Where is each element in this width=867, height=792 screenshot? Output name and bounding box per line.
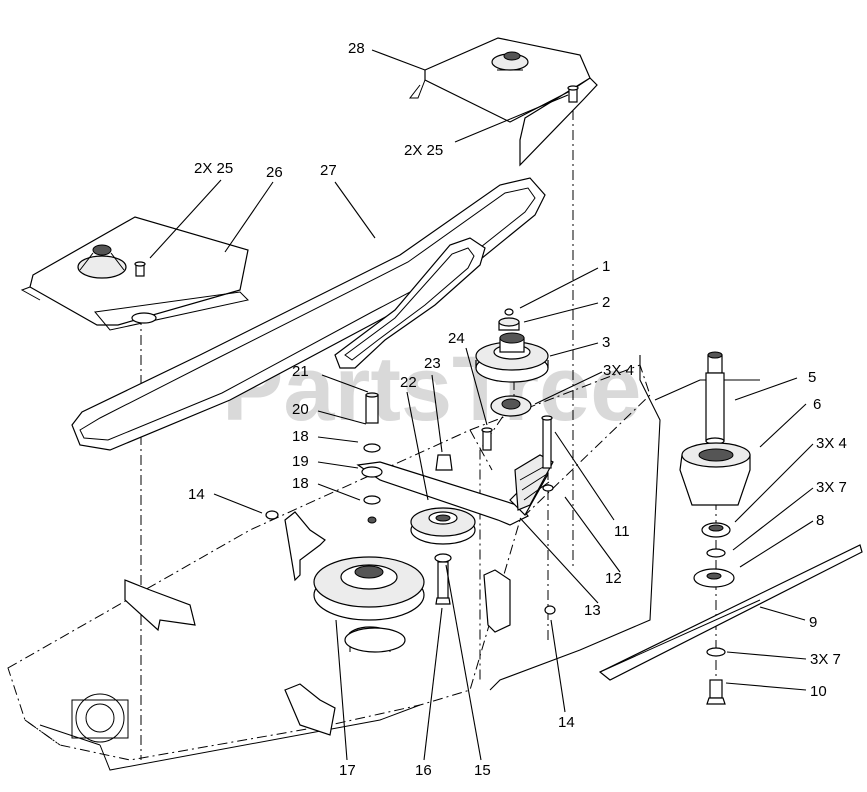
- callout-3x7-lower: 3X 7: [810, 651, 841, 668]
- callout-19: 19: [292, 453, 309, 470]
- callout-5: 5: [808, 369, 816, 386]
- callout-8: 8: [816, 512, 824, 529]
- main-drive-pulley: [313, 392, 425, 653]
- callout-14-left: 14: [188, 486, 205, 503]
- callout-22: 22: [400, 374, 417, 391]
- callout-14-bottom: 14: [558, 714, 575, 731]
- callout-3: 3: [602, 334, 610, 351]
- callout-18-upper: 18: [292, 428, 309, 445]
- blade-spindle-assembly: [598, 351, 863, 705]
- callout-labels: 28 2X 25 2X 25 26 27 1 2 3 3X 4 24 23 21…: [188, 40, 847, 779]
- deck-brackets: [124, 510, 556, 736]
- callout-13: 13: [584, 602, 601, 619]
- callout-3x4-top: 3X 4: [603, 362, 634, 379]
- callout-11: 11: [614, 523, 630, 540]
- mower-deck-outline: [7, 364, 651, 771]
- belt-cover-left: [20, 216, 250, 331]
- callout-18-lower: 18: [292, 475, 309, 492]
- callout-16: 16: [415, 762, 432, 779]
- callout-1: 1: [602, 258, 610, 275]
- idler-arm-assembly: [356, 415, 554, 526]
- callout-2: 2: [602, 294, 610, 311]
- callout-20: 20: [292, 401, 309, 418]
- callout-17: 17: [339, 762, 356, 779]
- belt-cover-right: [408, 37, 598, 167]
- callout-3x7-upper: 3X 7: [816, 479, 847, 496]
- callout-leaders: [149, 49, 814, 761]
- spindle-pulley-assembly: [475, 308, 549, 417]
- callout-9: 9: [809, 614, 817, 631]
- drive-belts: [71, 177, 546, 451]
- callout-28: 28: [348, 40, 365, 57]
- callout-3x4-right: 3X 4: [816, 435, 847, 452]
- callout-10: 10: [810, 683, 827, 700]
- idler-pulley: [410, 454, 476, 605]
- callout-2x25-right: 2X 25: [404, 142, 443, 159]
- callout-6: 6: [813, 396, 821, 413]
- callout-21: 21: [292, 363, 309, 380]
- callout-15: 15: [474, 762, 491, 779]
- callout-27: 27: [320, 162, 337, 179]
- callout-2x25-left: 2X 25: [194, 160, 233, 177]
- callout-24: 24: [448, 330, 465, 347]
- callout-23: 23: [424, 355, 441, 372]
- callout-12: 12: [605, 570, 622, 587]
- callout-26: 26: [266, 164, 283, 181]
